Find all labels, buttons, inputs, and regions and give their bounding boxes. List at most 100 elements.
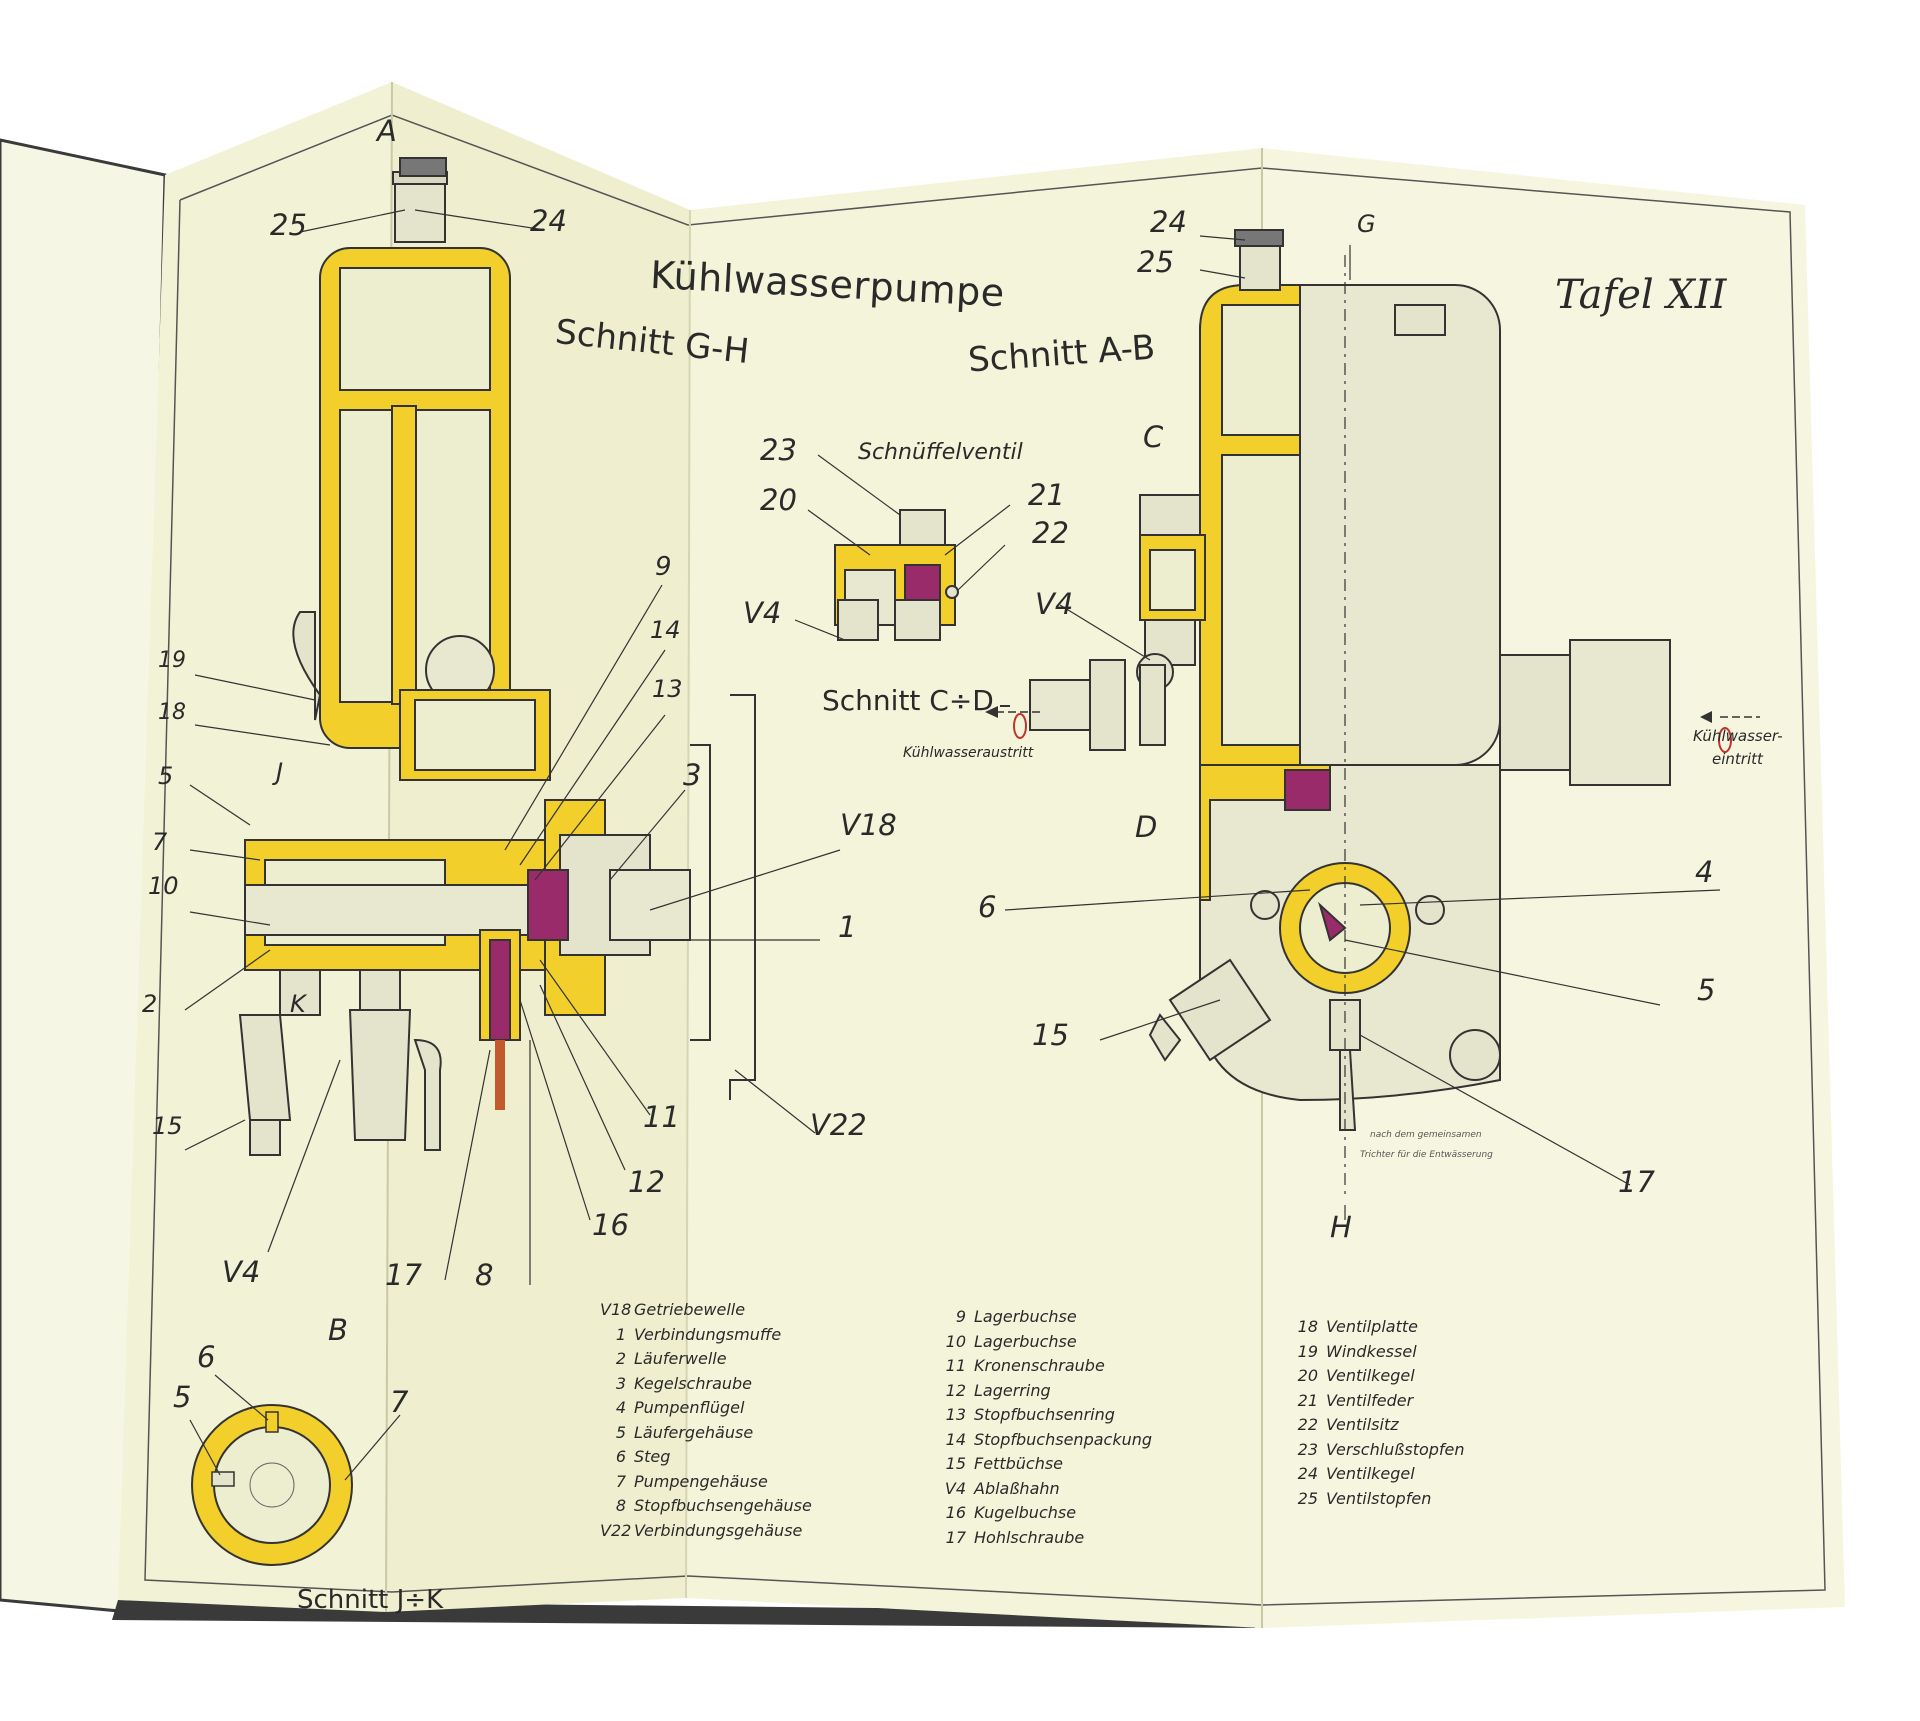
print-border: [144, 114, 1826, 1606]
legend-row: 5 Läufergehäuse: [600, 1421, 812, 1446]
legend-part-name: Läuferwelle: [634, 1349, 727, 1368]
legend-row: 9 Lagerbuchse: [940, 1305, 1152, 1330]
legend-number: V4: [944, 1478, 966, 1498]
legend-row: V4 Ablaßhahn: [940, 1477, 1152, 1502]
callout-5-right: 5: [1697, 973, 1716, 1007]
legend-row: 16 Kugelbuchse: [940, 1501, 1152, 1526]
section-cd-drawing: [834, 509, 959, 641]
legend-number: 23: [1297, 1439, 1318, 1459]
legend-number: 17: [945, 1527, 966, 1547]
outlet-flow-mark: [1013, 713, 1027, 739]
legend-part-name: Stopfbuchsengehäuse: [634, 1496, 812, 1515]
callout-15-left: 15: [152, 1112, 183, 1140]
callout-20-center: 20: [760, 483, 797, 517]
legend-part-name: Windkessel: [1326, 1341, 1417, 1361]
legend-number: 12: [945, 1380, 966, 1400]
section-gh-drawing: [238, 157, 756, 1156]
callout-16-left: 16: [592, 1208, 629, 1242]
cut-mark-c: C: [1143, 420, 1164, 454]
legend-number: 11: [945, 1356, 966, 1375]
legend-part-name: Ventilstopfen: [1326, 1488, 1432, 1508]
callout-v4-right: V4: [1035, 587, 1074, 621]
callout-22-center: 22: [1032, 516, 1069, 550]
legend-part-name: Ventilfeder: [1326, 1390, 1414, 1410]
inlet-arrowhead: [1700, 711, 1712, 723]
legend-part-name: Pumpenflügel: [634, 1398, 745, 1417]
legend-part-name: Lagerbuchse: [974, 1307, 1077, 1326]
legend-part-name: Ventilkegel: [1326, 1366, 1415, 1385]
legend-part-name: Läufergehäuse: [634, 1422, 754, 1442]
drain-note-line1: nach dem gemeinsamen: [1370, 1130, 1482, 1140]
outlet-label: Kühlwasseraustritt: [903, 745, 1034, 761]
callout-4-right: 4: [1695, 855, 1714, 889]
callout-v4-left: V4: [222, 1255, 261, 1289]
legend-number: 24: [1297, 1464, 1318, 1483]
legend-row: 17 Hohlschraube: [940, 1526, 1152, 1551]
legend-number: 6: [615, 1447, 626, 1466]
callout-1-left: 1: [838, 910, 857, 944]
legend-part-name: Kugelbuchse: [974, 1503, 1077, 1522]
callout-12-left: 12: [628, 1165, 665, 1199]
callout-15-right: 15: [1032, 1018, 1069, 1052]
callout-23-center: 23: [760, 433, 797, 467]
legend-number: 14: [945, 1429, 966, 1449]
legend-row: 21 Ventilfeder: [1292, 1389, 1465, 1414]
legend-number: 21: [1297, 1390, 1318, 1410]
callout-3-left: 3: [683, 758, 702, 792]
cut-mark-g: G: [1357, 210, 1376, 238]
callout-24-left: 24: [530, 204, 567, 238]
callout-5-ring: 5: [173, 1380, 192, 1414]
legend-part-name: Hohlschraube: [974, 1527, 1085, 1547]
callout-v4-center: V4: [743, 596, 782, 630]
callout-17-left: 17: [385, 1258, 422, 1292]
legend-number: 3: [615, 1373, 626, 1393]
callout-v22-left: V22: [810, 1108, 867, 1142]
plate-number: Tafel XII: [1555, 272, 1727, 318]
legend-number: 15: [945, 1454, 966, 1473]
legend-number: 9: [955, 1307, 966, 1326]
inlet-flow-mark: [1718, 727, 1732, 753]
cut-mark-h: H: [1330, 1210, 1352, 1244]
legend-number: 5: [615, 1422, 626, 1442]
legend-number: 1: [615, 1324, 626, 1344]
section-jk-label: Schnitt J÷K: [297, 1585, 444, 1615]
cut-mark-j: J: [276, 758, 284, 786]
legend-number: 16: [945, 1503, 966, 1522]
legend-part-name: Ablaßhahn: [974, 1478, 1060, 1498]
legend-number: 13: [945, 1405, 966, 1424]
legend-row: 4 Pumpenflügel: [600, 1396, 812, 1421]
legend-number: 8: [615, 1496, 626, 1515]
legend-part-name: Verschlußstopfen: [1326, 1439, 1465, 1459]
section-jk-drawing: [191, 1404, 353, 1566]
callout-25-left: 25: [270, 208, 307, 242]
legend-number: 18: [1297, 1317, 1318, 1336]
legend-number: 4: [615, 1398, 626, 1417]
legend-part-name: Steg: [634, 1447, 671, 1466]
legend-part-name: Kronenschraube: [974, 1356, 1105, 1375]
legend-part-name: Ventilplatte: [1326, 1317, 1418, 1336]
callout-14-left: 14: [650, 616, 681, 644]
legend-part-name: Verbindungsgehäuse: [634, 1520, 803, 1540]
callout-13-left: 13: [652, 675, 683, 703]
callout-24-right: 24: [1150, 205, 1187, 239]
callout-6-ring: 6: [197, 1340, 216, 1374]
section-cd-sublabel: Schnüffelventil: [858, 440, 1023, 465]
cut-mark-d: D: [1135, 810, 1158, 844]
outlet-arrowhead: [985, 706, 998, 718]
callout-25-right: 25: [1137, 245, 1174, 279]
legend-row: 6 Steg: [600, 1445, 812, 1470]
